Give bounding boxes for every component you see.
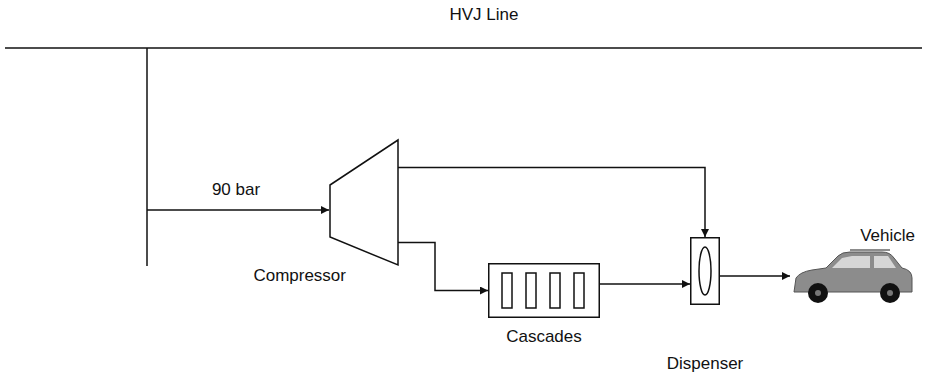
compressor-symbol: Compressor bbox=[330, 140, 398, 265]
dispenser-unit-outline bbox=[690, 237, 720, 305]
flow-connector bbox=[720, 275, 790, 277]
node-label: Cascades bbox=[506, 327, 582, 347]
vehicle-icon-outline bbox=[790, 248, 915, 304]
node-label: Compressor bbox=[253, 266, 346, 286]
line-title: HVJ Line bbox=[450, 5, 519, 25]
vehicle-icon: Vehicle bbox=[790, 248, 915, 304]
pressure-label: 90 bar bbox=[212, 180, 260, 200]
compressor-symbol-outline bbox=[330, 140, 398, 265]
flow-connector bbox=[398, 168, 705, 238]
node-label: Vehicle bbox=[860, 226, 915, 246]
cascade-storage-outline bbox=[488, 263, 600, 318]
flow-connector bbox=[600, 283, 690, 285]
inlet-pipe bbox=[147, 209, 329, 211]
dispenser-unit: Dispenser bbox=[690, 237, 720, 305]
node-label: Dispenser bbox=[667, 354, 744, 374]
cascade-storage: Cascades bbox=[488, 263, 600, 318]
branch-pipe bbox=[146, 48, 148, 266]
hvj-pipeline bbox=[5, 47, 922, 49]
flow-connector bbox=[398, 243, 488, 291]
